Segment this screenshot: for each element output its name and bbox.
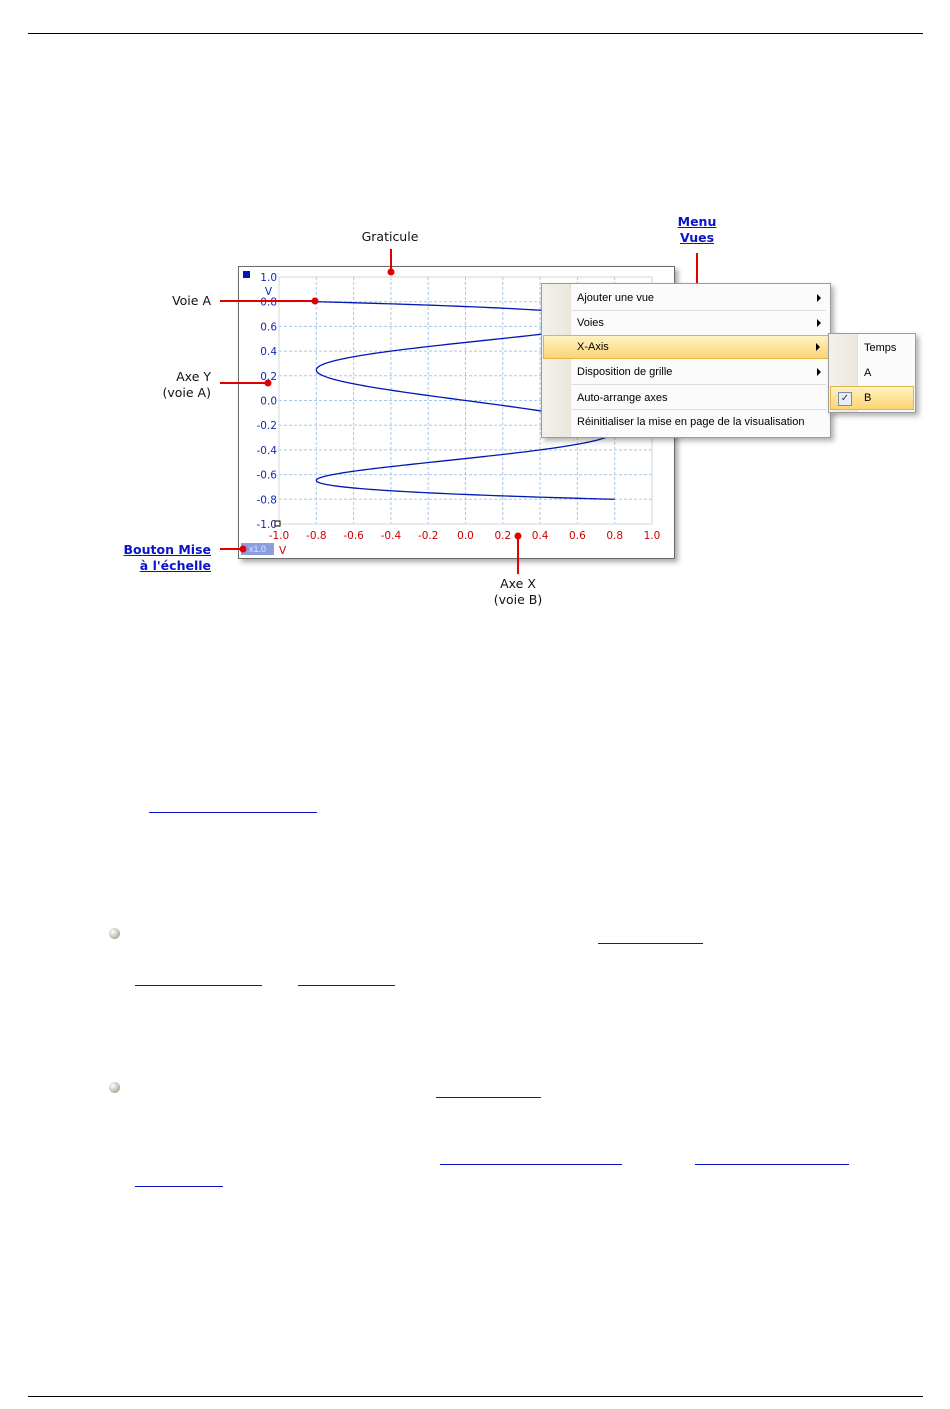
menu-item-label: Disposition de grille [577, 366, 673, 378]
submenu-item-label: Temps [864, 342, 897, 354]
menu-item-label: Auto-arrange axes [577, 392, 668, 404]
submenu-arrow-icon [817, 294, 821, 302]
submenu-item-a[interactable]: A [830, 361, 914, 385]
axe-y-label-line1: Axe Y [176, 369, 211, 384]
menu-separator [572, 310, 826, 311]
y-tick-label: -0.6 [257, 470, 278, 482]
menu-item-label: Ajouter une vue [577, 292, 655, 304]
bullet-icon [109, 1082, 120, 1093]
text-link[interactable] [135, 1186, 223, 1187]
x-tick-label: 0.8 [606, 530, 623, 542]
channel-a-trace [315, 301, 616, 500]
menu-vues-link-line1[interactable]: Menu [677, 214, 717, 229]
text-link[interactable] [598, 943, 703, 944]
y-tick-label: 0.4 [260, 346, 277, 358]
bullet-icon [109, 928, 120, 939]
submenu-item-b[interactable]: ✓B [830, 386, 914, 410]
x-axis-submenu: Temps A ✓B [828, 333, 916, 413]
y-tick-label: -0.8 [257, 494, 278, 506]
submenu-item-label: B [864, 392, 872, 404]
graticule-label: Graticule [361, 229, 419, 244]
x-tick-label: -0.8 [306, 530, 327, 542]
text-link[interactable] [695, 1164, 849, 1165]
y-tick-label: 0.6 [260, 321, 277, 333]
y-unit-label: V [265, 286, 273, 298]
submenu-arrow-icon [817, 368, 821, 376]
checkmark-icon: ✓ [838, 392, 852, 406]
x-tick-label: -0.4 [381, 530, 402, 542]
submenu-arrow-icon [816, 343, 820, 351]
submenu-item-label: A [864, 367, 872, 379]
y-tick-label: -1.0 [257, 519, 278, 531]
y-tick-label: 0.0 [260, 396, 277, 408]
menu-separator [572, 384, 826, 385]
menu-item-disposition-grille[interactable]: Disposition de grille [543, 360, 829, 384]
text-link[interactable] [436, 1097, 541, 1098]
text-link[interactable] [135, 985, 262, 986]
x-tick-label: 0.6 [569, 530, 586, 542]
menu-item-voies[interactable]: Voies [543, 311, 829, 335]
y-tick-label: 0.8 [260, 297, 277, 309]
bouton-mise-link-line1[interactable]: Bouton Mise [123, 542, 211, 557]
y-tick-label: 0.2 [260, 371, 277, 383]
y-tick-label: -0.2 [257, 420, 278, 432]
menu-separator [572, 409, 826, 410]
menu-item-label: Voies [577, 317, 604, 329]
x-tick-label: -0.2 [418, 530, 439, 542]
axe-x-label-line2: (voie B) [493, 592, 543, 607]
text-link[interactable] [440, 1164, 622, 1165]
channel-a-marker-icon [243, 271, 250, 278]
menu-item-x-axis[interactable]: X-Axis [543, 335, 829, 359]
y-tick-label: -0.4 [257, 445, 278, 457]
x-tick-label: -0.6 [343, 530, 364, 542]
text-link[interactable] [149, 812, 317, 813]
voie-a-label: Voie A [172, 293, 211, 308]
x-tick-label: -1.0 [269, 530, 290, 542]
menu-item-label: Réinitialiser la mise en page de la visu… [577, 416, 805, 428]
menu-item-auto-arrange[interactable]: Auto-arrange axes [543, 386, 829, 410]
bottom-rule [28, 1396, 923, 1397]
menu-gutter [542, 284, 571, 437]
menu-vues-link-line2[interactable]: Vues [679, 230, 715, 245]
origin-marker-icon [274, 520, 281, 527]
menu-item-label: X-Axis [577, 341, 609, 353]
x-tick-label: 0.0 [457, 530, 474, 542]
axe-x-label-line1: Axe X [500, 576, 536, 591]
submenu-arrow-icon [817, 319, 821, 327]
x-tick-label: 0.4 [532, 530, 549, 542]
menu-item-reinitialiser[interactable]: Réinitialiser la mise en page de la visu… [543, 410, 829, 434]
scale-button[interactable]: x1.0 [241, 543, 274, 555]
top-rule [28, 33, 923, 34]
y-tick-label: 1.0 [260, 272, 277, 284]
context-menu: Ajouter une vue Voies X-Axis Disposition… [541, 283, 831, 438]
x-tick-label: 1.0 [644, 530, 661, 542]
submenu-item-temps[interactable]: Temps [830, 336, 914, 360]
menu-item-ajouter-vue[interactable]: Ajouter une vue [543, 286, 829, 310]
text-link[interactable] [298, 985, 395, 986]
x-tick-label: 0.2 [494, 530, 511, 542]
axe-y-label-line2: (voie A) [162, 385, 212, 400]
x-unit-label: V [279, 545, 287, 557]
bouton-mise-link-line2[interactable]: à l'échelle [139, 558, 211, 573]
